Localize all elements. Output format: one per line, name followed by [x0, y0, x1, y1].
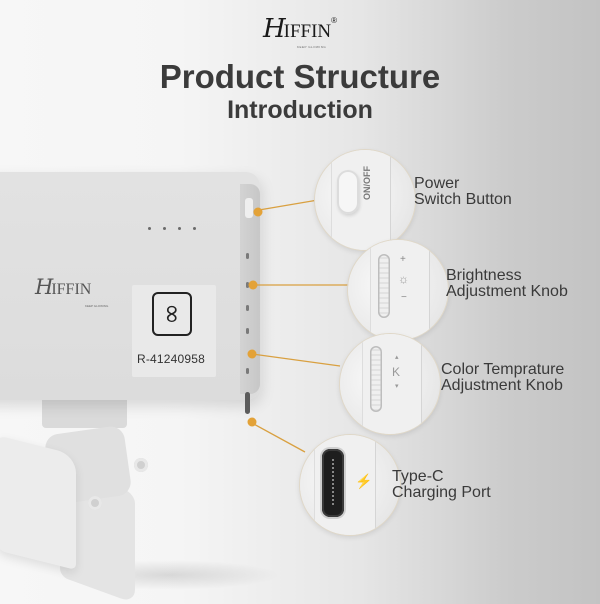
- page-title: Product Structure: [159, 58, 441, 95]
- device-logo-tagline: KEEP GLOWING: [85, 304, 109, 308]
- usb-c-port-icon: [322, 449, 344, 517]
- registration-number: R-41240958: [137, 352, 206, 366]
- device-logo: HIFFIN KEEP GLOWING: [35, 275, 108, 308]
- power-switch[interactable]: [245, 198, 253, 218]
- minus-icon: −: [401, 292, 407, 303]
- side-vent: [246, 328, 249, 334]
- battery-indicator-leds: [148, 227, 196, 230]
- color-temp-slider-icon: [370, 346, 382, 412]
- certification-symbol: ∞: [156, 303, 187, 325]
- callout-label-color-temperature-knob: Color Temprature Adjustment Knob: [441, 362, 564, 394]
- brand-header: HIFFIN® KEEP GLOWING: [0, 14, 600, 49]
- page-subtitle: Introduction: [227, 96, 373, 124]
- down-arrow-icon: ▾: [395, 383, 399, 390]
- side-vent: [246, 253, 249, 259]
- indicator-led: [163, 227, 166, 230]
- type-c-marker: [247, 417, 257, 427]
- callout-label-line2: Adjustment Knob: [441, 377, 563, 394]
- callout-label-type-c-port: Type-C Charging Port: [392, 469, 491, 501]
- side-vent: [246, 282, 249, 288]
- clip-neck: [42, 398, 127, 428]
- callout-brightness-knob: + ☼ −: [348, 240, 448, 340]
- brand-logo-initial: H: [262, 14, 286, 44]
- brand-tagline: KEEP GLOWING: [296, 45, 327, 49]
- brand-logo: HIFFIN® KEEP GLOWING: [262, 14, 338, 49]
- clip-pivot-upper: [134, 458, 148, 472]
- callout-label-power-switch: Power Switch Button: [414, 176, 512, 208]
- callout-label-line2: Adjustment Knob: [446, 283, 568, 300]
- callout-label-brightness-knob: Brightness Adjustment Knob: [446, 268, 568, 300]
- on-off-label: ON/OFF: [362, 166, 372, 200]
- callout-label-line1: Type-C: [392, 468, 444, 485]
- plus-icon: +: [400, 254, 406, 265]
- bis-certification-icon: ∞: [152, 292, 192, 336]
- type-c-port-slot: [245, 392, 250, 414]
- callout-label-line1: Power: [414, 175, 460, 192]
- indicator-led: [193, 227, 196, 230]
- brightness-slider-icon: [378, 254, 390, 318]
- brand-logo-word: IFFIN: [283, 21, 332, 42]
- callout-label-line1: Brightness: [446, 267, 522, 284]
- registered-mark: ®: [331, 16, 338, 25]
- side-vent: [246, 368, 249, 374]
- kelvin-icon: K: [392, 365, 401, 379]
- sun-icon: ☼: [398, 272, 409, 286]
- callout-power-switch: ON/OFF: [315, 150, 415, 250]
- callout-color-temperature-knob: ▴ K ▾: [340, 334, 440, 434]
- device-logo-word: IFFIN: [51, 281, 92, 298]
- callout-label-line1: Color Temprature: [441, 361, 565, 378]
- lightning-bolt-icon: ⚡: [355, 473, 373, 489]
- device-logo-initial: H: [35, 275, 53, 299]
- power-switch-toggle-icon: [337, 170, 359, 214]
- callout-type-c-port: ⚡: [300, 435, 400, 535]
- clip-jaw-front: [0, 435, 76, 570]
- callout-label-line2: Charging Port: [392, 484, 491, 501]
- light-panel-body: [0, 172, 260, 400]
- callout-label-line2: Switch Button: [414, 191, 512, 208]
- side-vent: [246, 305, 249, 311]
- up-arrow-icon: ▴: [395, 354, 399, 361]
- clip-pivot-lower: [88, 496, 102, 510]
- indicator-led: [148, 227, 151, 230]
- certification-sticker: [132, 285, 216, 377]
- indicator-led: [178, 227, 181, 230]
- port-pins: [332, 459, 334, 507]
